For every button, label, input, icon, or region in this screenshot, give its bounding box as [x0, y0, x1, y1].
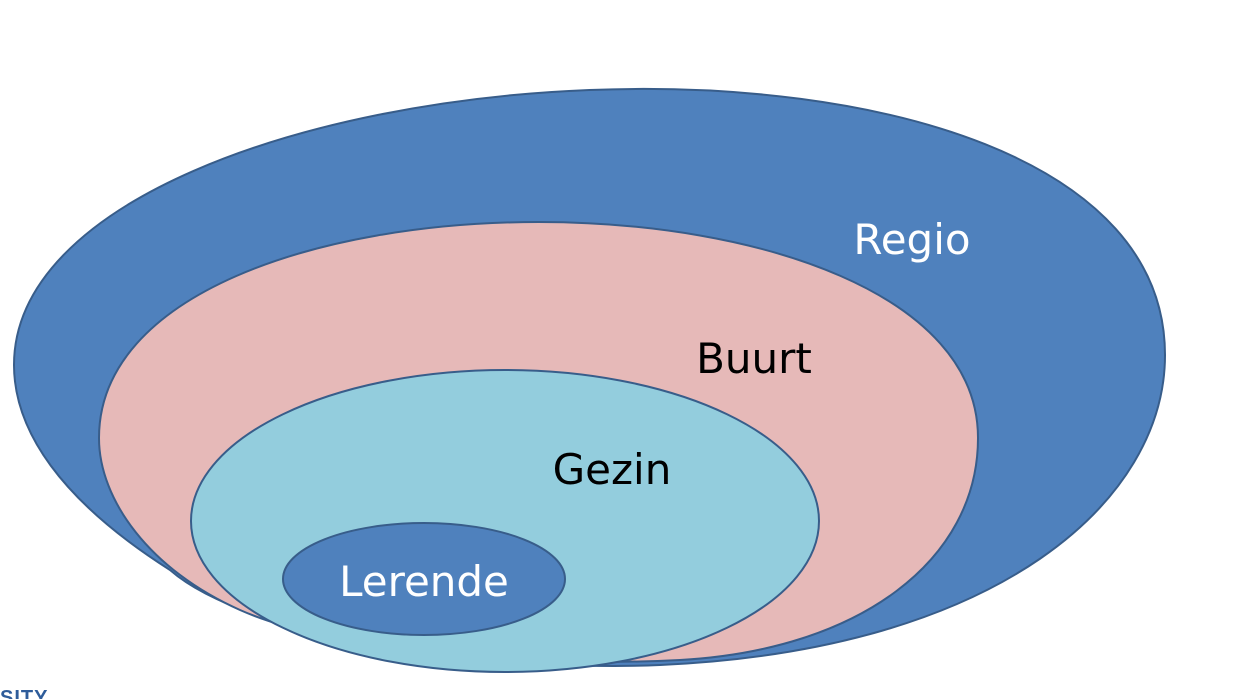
ring-gezin-label: Gezin	[553, 445, 672, 494]
ring-lerende-label: Lerende	[339, 557, 509, 606]
ring-gezin: Gezin	[190, 369, 820, 673]
ring-regio-label: Regio	[853, 215, 970, 264]
ring-lerende-shape	[282, 522, 566, 636]
ring-gezin-shape	[190, 369, 820, 673]
ring-buurt-label: Buurt	[696, 334, 812, 383]
footer-fragment: SITY	[0, 687, 48, 699]
ring-lerende: Lerende	[282, 522, 566, 636]
